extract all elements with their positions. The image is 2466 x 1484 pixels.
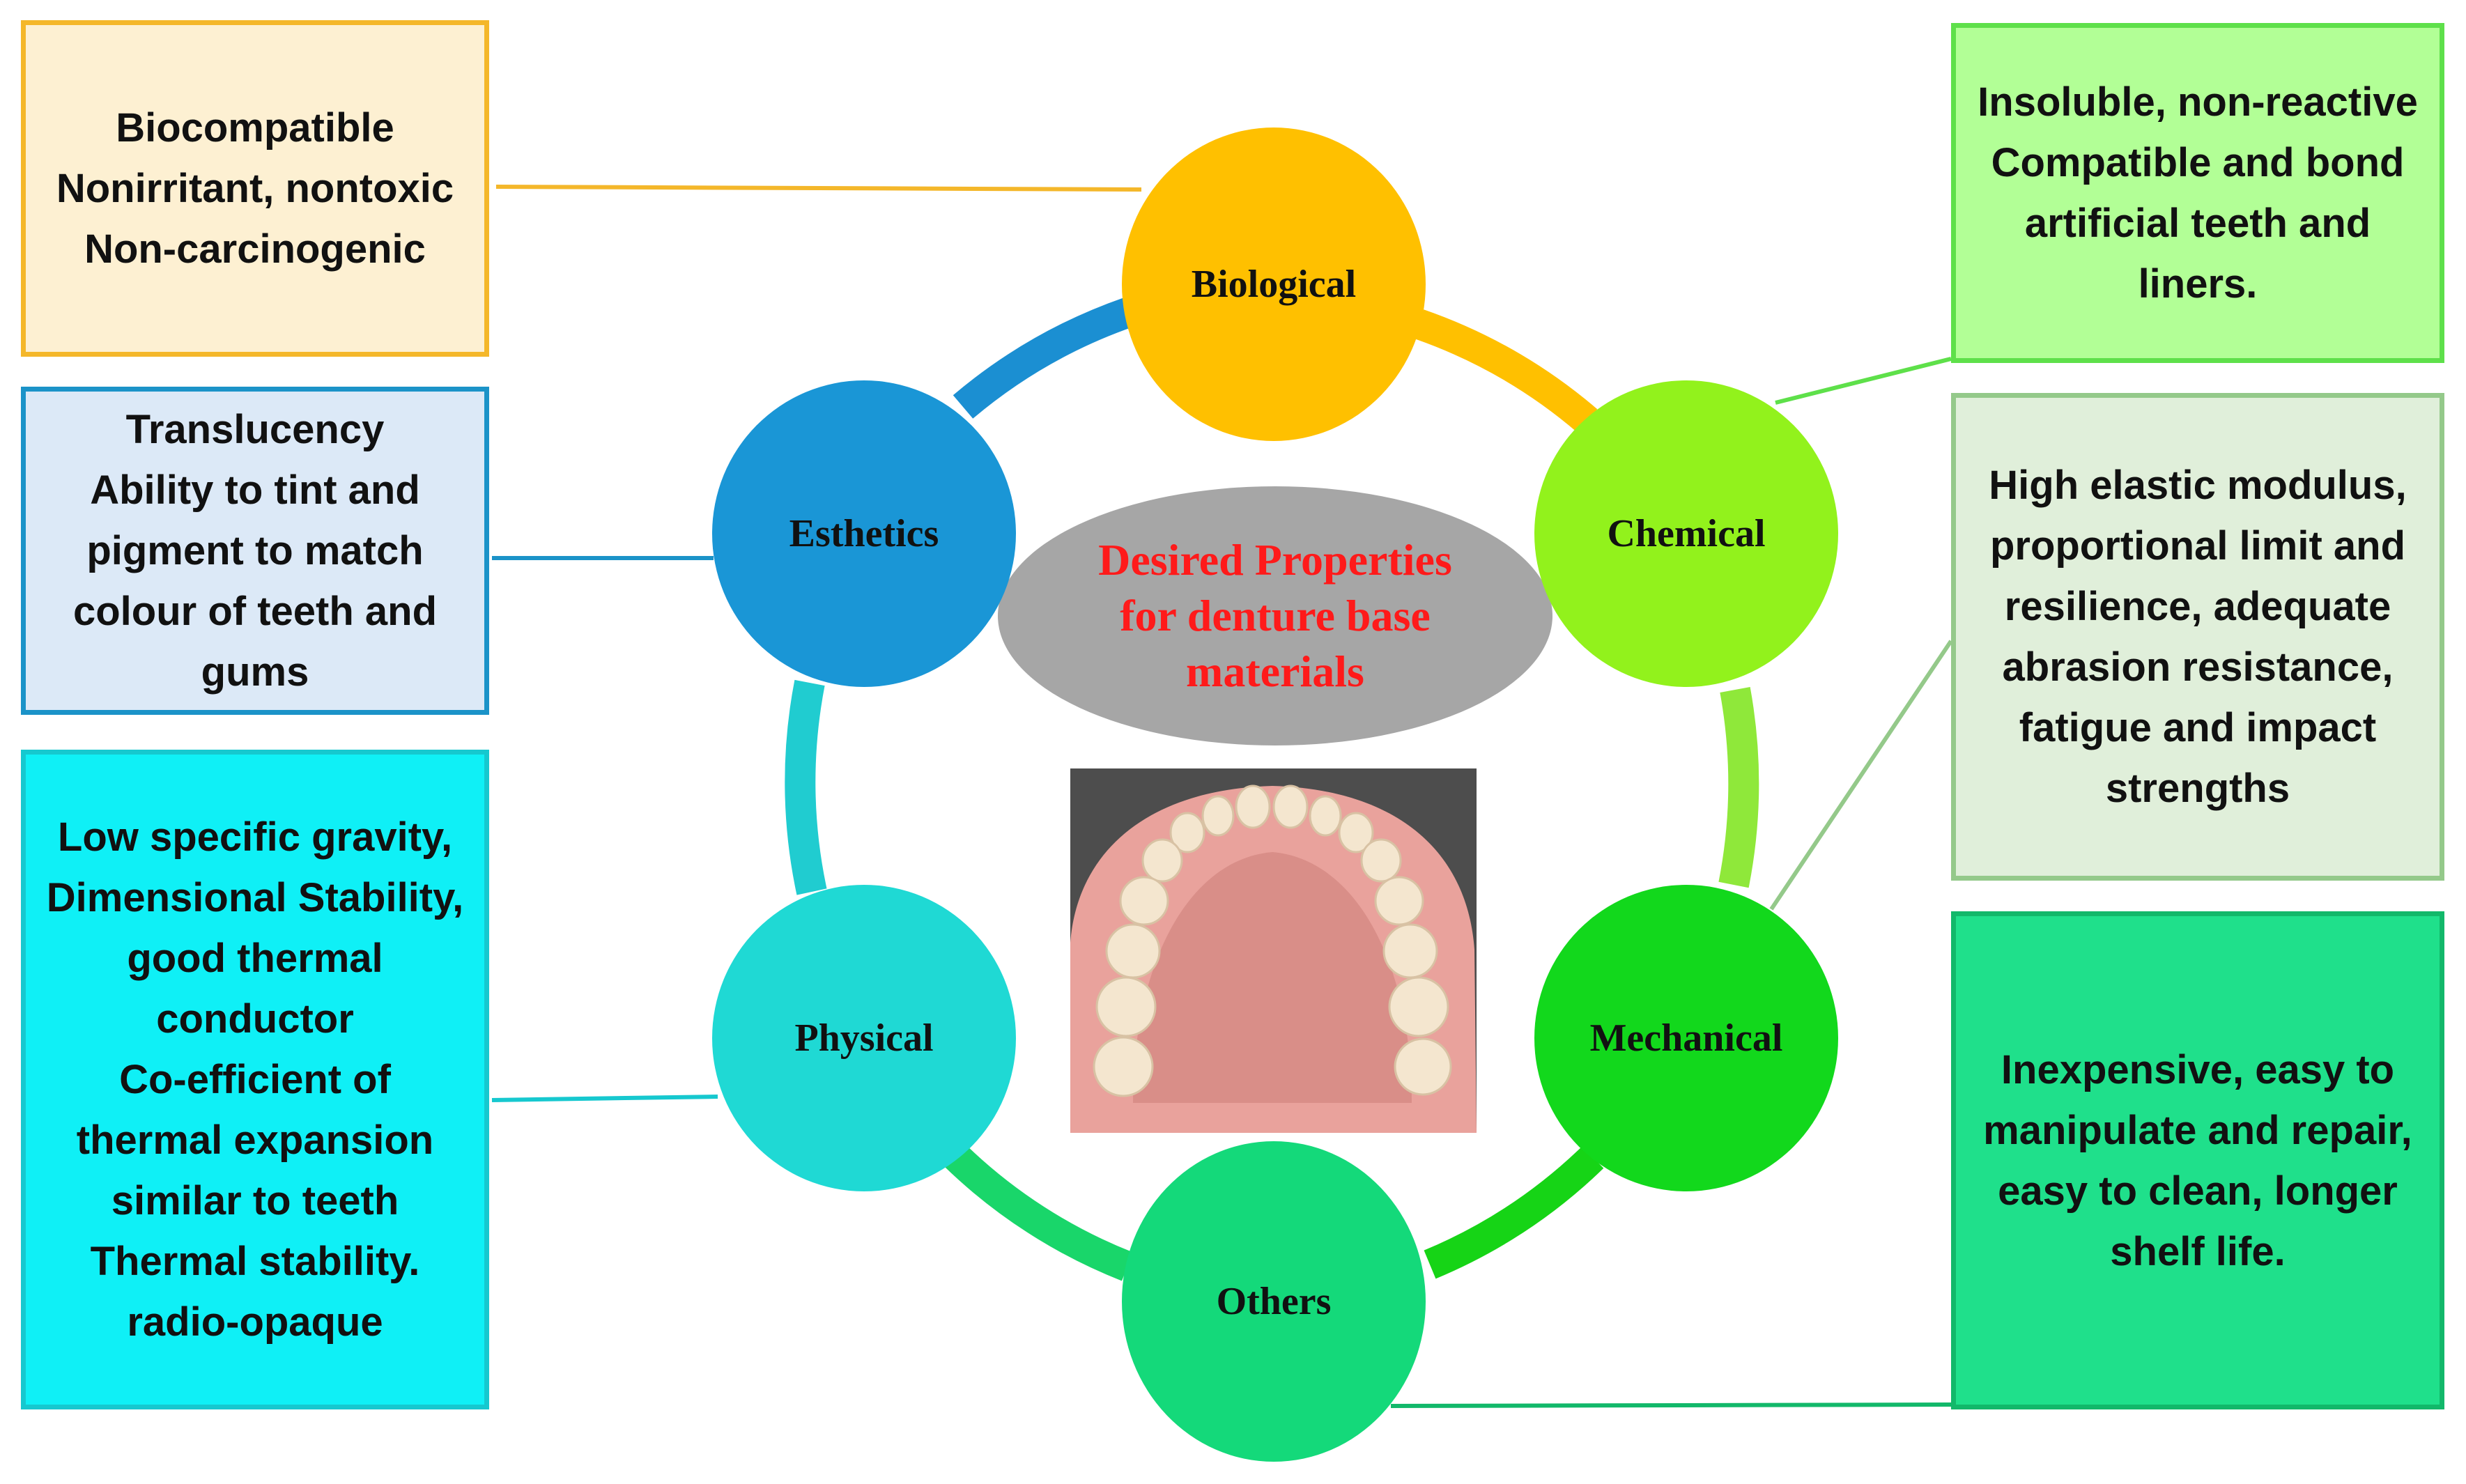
mechanical-properties-box: High elastic modulus, proportional limit… [1951, 393, 2444, 881]
box-line: pigment to match [86, 528, 424, 573]
biological-properties-box: Biocompatible Nonirritant, nontoxic Non-… [21, 20, 489, 357]
box-line: artificial teeth and [2024, 201, 2371, 246]
box-line: Non-carcinogenic [84, 226, 426, 272]
center-title-ellipse: Desired Properties for denture base mate… [998, 486, 1552, 745]
ring-arc-biological-chemical [1413, 309, 1598, 433]
denture-photo [1070, 768, 1477, 1133]
box-line: gums [201, 649, 309, 695]
box-line: Co-efficient of [119, 1057, 391, 1102]
node-label: Others [1216, 1280, 1332, 1323]
box-line: abrasion resistance, [2002, 644, 2394, 690]
chemical-node: Chemical [1534, 380, 1838, 687]
box-line: radio-opaque [127, 1299, 383, 1345]
box-line: manipulate and repair, [1983, 1107, 2412, 1153]
esthetics-properties-box: Translucency Ability to tint and pigment… [21, 387, 489, 715]
others-node: Others [1122, 1141, 1426, 1462]
denture-palate [1133, 852, 1412, 1103]
leader-others [1390, 1402, 1952, 1408]
denture-teeth [1093, 784, 1452, 1097]
physical-node: Physical [712, 885, 1016, 1191]
ring-arc-esthetics-biological [953, 297, 1134, 419]
box-line: Thermal stability. [90, 1239, 420, 1284]
center-title-line: materials [1186, 647, 1364, 696]
box-line: Insoluble, non-reactive [1978, 79, 2418, 125]
leader-physical [491, 1095, 718, 1102]
box-line: proportional limit and [1989, 523, 2406, 569]
ring-arc-others-physical [943, 1144, 1134, 1281]
box-line: shelf life. [2110, 1228, 2286, 1274]
ring-arc-mechanical-others [1424, 1146, 1604, 1279]
ring-arc-physical-esthetics [785, 679, 827, 895]
others-properties-box: Inexpensive, easy to manipulate and repa… [1951, 911, 2444, 1409]
box-line: similar to teeth [111, 1178, 399, 1223]
box-line: conductor [156, 996, 354, 1042]
box-line: liners. [2138, 261, 2258, 307]
box-line: thermal expansion [76, 1118, 434, 1163]
node-label: Mechanical [1589, 1017, 1783, 1060]
ring-arc-chemical-mechanical [1718, 687, 1759, 888]
box-line: Compatible and bond [1991, 140, 2405, 185]
biological-node: Biological [1122, 127, 1426, 441]
leader-mechanical [1769, 640, 1953, 911]
box-line: Nonirritant, nontoxic [56, 166, 454, 211]
box-line: resilience, adequate [2004, 584, 2391, 629]
box-line: Biocompatible [116, 105, 394, 150]
center-title-line: Desired Properties [1098, 535, 1452, 585]
box-line: good thermal [127, 936, 383, 981]
center-title-line: for denture base [1120, 591, 1431, 640]
box-line: Inexpensive, easy to [2001, 1046, 2395, 1092]
box-line: easy to clean, longer [1998, 1168, 2398, 1214]
node-label: Physical [794, 1017, 934, 1060]
box-line: colour of teeth and [73, 589, 437, 634]
node-label: Esthetics [789, 512, 939, 555]
box-line: Translucency [125, 407, 385, 452]
physical-properties-box: Low specific gravity, Dimensional Stabil… [21, 750, 489, 1409]
leader-biological [495, 185, 1142, 192]
box-line: fatigue and impact [2019, 705, 2377, 750]
mechanical-node: Mechanical [1534, 885, 1838, 1191]
node-label: Chemical [1607, 512, 1766, 555]
box-line: Dimensional Stability, [46, 875, 464, 920]
box-line: Ability to tint and [90, 467, 420, 513]
box-line: Low specific gravity, [57, 814, 453, 860]
esthetics-node: Esthetics [712, 380, 1016, 687]
box-line: High elastic modulus, [1989, 463, 2407, 508]
chemical-properties-box: Insoluble, non-reactive Compatible and b… [1951, 23, 2444, 363]
box-line: strengths [2105, 766, 2290, 811]
node-label: Biological [1191, 263, 1357, 306]
leader-chemical [1775, 357, 1952, 405]
